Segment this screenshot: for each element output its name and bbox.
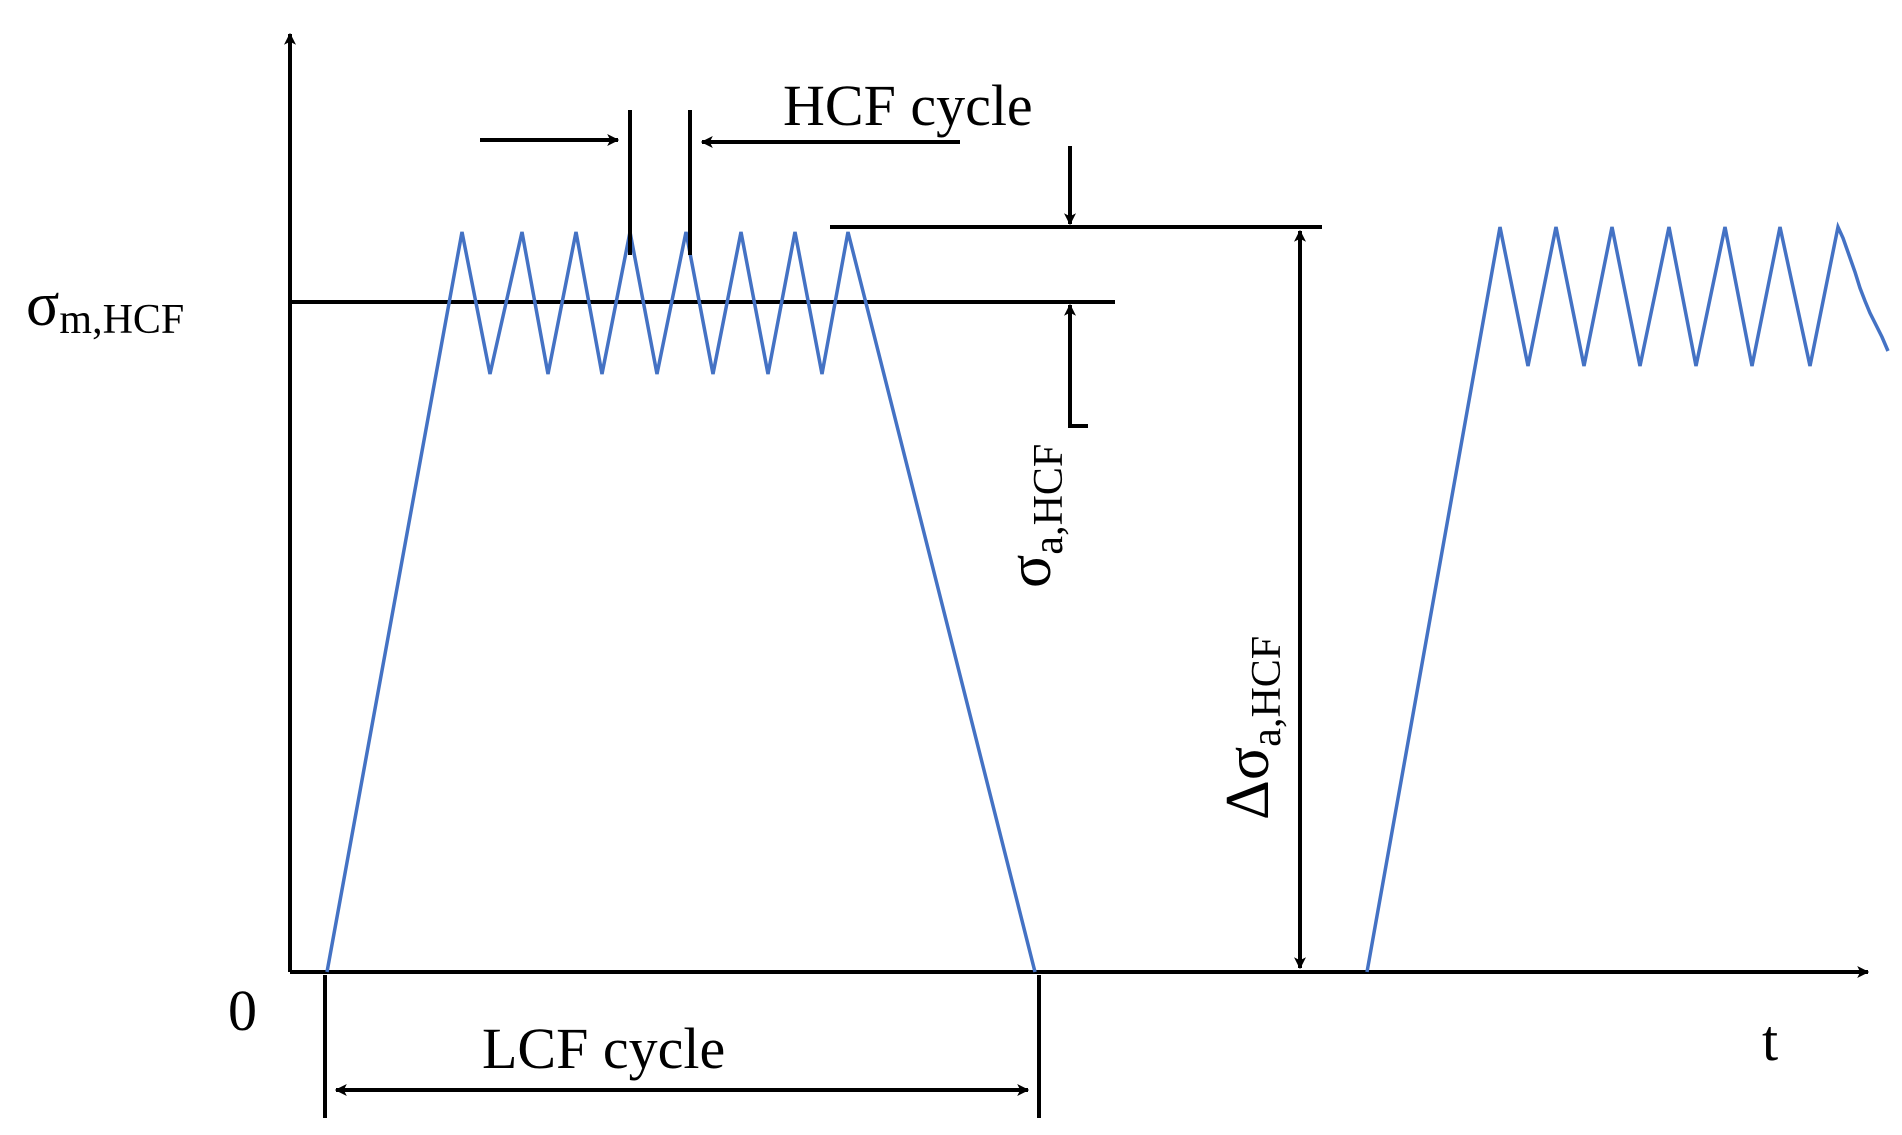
- range-label: Δσa,HCF: [1214, 636, 1290, 820]
- lcf-cycle-annotation: LCF cycle: [323, 975, 1041, 1118]
- lcf-block-2: [1365, 221, 1890, 973]
- mean-subscript: m,HCF: [59, 297, 184, 343]
- amplitude-symbol: σ: [996, 555, 1064, 588]
- axes: 0 t: [228, 32, 1870, 1073]
- load-waveform: [325, 221, 1890, 973]
- origin-label: 0: [228, 978, 257, 1043]
- mean-label: σm,HCF: [26, 271, 184, 343]
- range-symbol: Δσ: [1214, 747, 1282, 820]
- reference-lines: [288, 225, 1322, 304]
- mean-annotation: σm,HCF: [26, 271, 184, 343]
- amplitude-label: σa,HCF: [996, 444, 1072, 588]
- hcf-cycle-annotation: HCF cycle: [480, 73, 1033, 255]
- range-annotation: Δσa,HCF: [1214, 229, 1306, 970]
- amplitude-subscript: a,HCF: [1026, 444, 1072, 555]
- lcf-block-1: [325, 231, 1037, 973]
- range-subscript: a,HCF: [1244, 636, 1290, 747]
- amplitude-annotation: σa,HCF: [996, 146, 1088, 588]
- lcf-cycle-label: LCF cycle: [482, 1016, 725, 1081]
- hcf-cycle-label: HCF cycle: [783, 73, 1033, 138]
- mean-symbol: σ: [26, 271, 59, 339]
- x-axis-label: t: [1762, 1008, 1778, 1073]
